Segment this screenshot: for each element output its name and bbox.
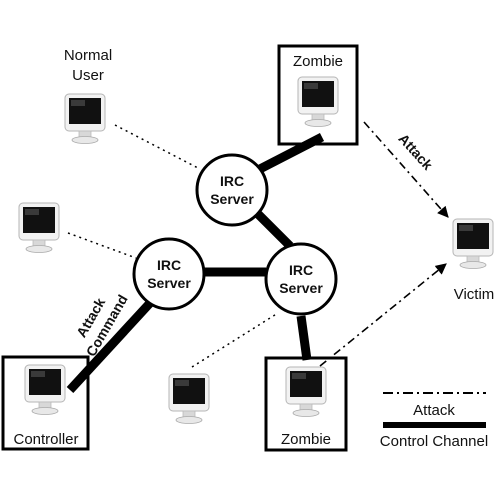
normal-user-link <box>114 124 199 169</box>
irc-right-line1: IRC <box>289 262 313 278</box>
control-channel-zombie-top <box>251 132 325 177</box>
irc-server-left: IRC Server <box>132 237 206 311</box>
victim-label: Victim <box>454 286 495 303</box>
computer-icon <box>24 364 66 415</box>
normal-user-label-line2: User <box>72 67 104 84</box>
computer-icon <box>285 366 327 417</box>
controller-label: Controller <box>13 431 78 448</box>
computer-icon-bottom <box>168 373 210 424</box>
control-channel-top-right <box>251 207 294 250</box>
legend-control-channel-label: Control Channel <box>380 433 488 450</box>
pc-bottom-link <box>191 312 279 368</box>
control-channel-zombie-bottom <box>296 315 312 361</box>
legend-attack-label: Attack <box>413 402 455 419</box>
control-channel-controller <box>66 299 154 394</box>
attack-line-bottom <box>319 263 447 367</box>
computer-icon <box>452 218 494 269</box>
victim: Victim <box>452 218 495 303</box>
zombie-bottom: Zombie <box>264 356 348 452</box>
legend: Attack Control Channel <box>380 392 488 450</box>
irc-server-top: IRC Server <box>195 153 269 227</box>
computer-icon <box>64 93 106 144</box>
attack-line-top <box>363 121 449 218</box>
irc-server-right: IRC Server <box>264 242 338 316</box>
irc-left-line1: IRC <box>157 257 181 273</box>
zombie-top-label: Zombie <box>293 53 343 70</box>
irc-top-line1: IRC <box>220 173 244 189</box>
normal-user: Normal User <box>64 47 112 144</box>
irc-top-line2: Server <box>210 191 254 207</box>
irc-left-line2: Server <box>147 275 191 291</box>
zombie-top: Zombie <box>277 44 359 146</box>
computer-icon <box>297 76 339 127</box>
controller: Controller <box>1 355 90 451</box>
pc-left-link <box>67 232 137 259</box>
attack-edge-label: Attack <box>395 130 436 173</box>
zombie-bottom-label: Zombie <box>281 431 331 448</box>
normal-user-label-line1: Normal <box>64 47 112 64</box>
computer-icon-left <box>18 202 60 253</box>
irc-right-line2: Server <box>279 280 323 296</box>
